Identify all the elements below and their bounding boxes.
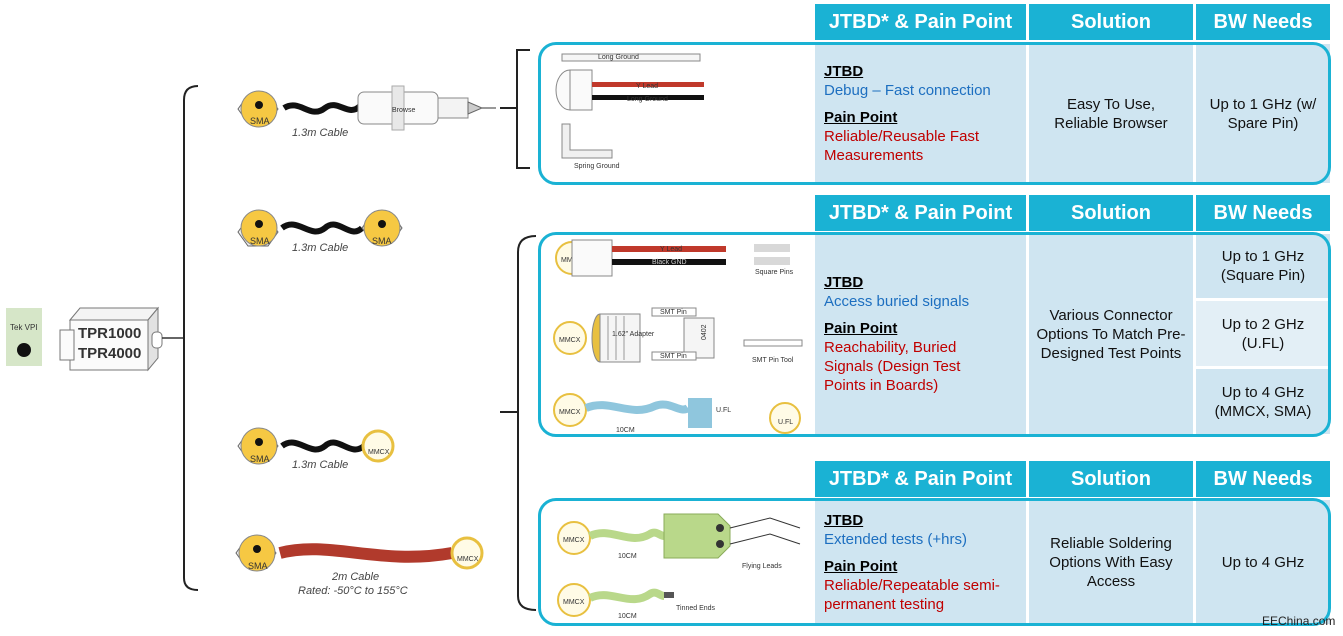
acc3-len-2: 10CM	[618, 613, 637, 620]
acc1-long-ground-2: Long Ground	[627, 96, 668, 103]
cable3-end-a: SMA	[250, 454, 270, 464]
t2-bw-cell-1: Up to 1 GHz (Square Pin)	[1196, 234, 1330, 298]
t2-bw-cell-2: Up to 2 GHz (U.FL)	[1196, 301, 1330, 366]
tekvpi-connector	[6, 308, 42, 366]
t1-solution-text: Easy To Use, Reliable Browser	[1054, 95, 1168, 132]
acc2-mmcx-3: MMCX	[559, 409, 581, 416]
t2-bw-cell-3: Up to 4 GHz (MMCX, SMA)	[1196, 369, 1330, 434]
acc1-y-lead: Y Lead	[636, 83, 658, 90]
acc2-mmcx-2: MMCX	[559, 337, 581, 344]
t3-jtbd-cell: JTBD Extended tests (+hrs) Pain Point Re…	[815, 500, 1026, 624]
t1-frame	[538, 42, 1331, 185]
cable4-end-b: MMCX	[457, 556, 479, 563]
t1-header-solution: Solution	[1029, 4, 1193, 40]
t2-header-jtbd: JTBD* & Pain Point	[815, 195, 1026, 231]
bracket-accessories-1	[500, 49, 530, 169]
t2-solution-text: Various Connector Options To Match Pre- …	[1036, 306, 1186, 362]
cable-sma-browser: SMA Browse 1.3m Cable	[237, 85, 496, 139]
acc3-mmcx-1: MMCX	[563, 537, 585, 544]
t2-header-solution: Solution	[1029, 195, 1193, 231]
t3-pain-text: Reliable/Repeatable semi-permanent testi…	[824, 576, 1000, 613]
t2-bw-text-2: Up to 2 GHz (U.FL)	[1221, 315, 1305, 352]
t2-jtbd-cell: JTBD Access buried signals Pain Point Re…	[815, 234, 1026, 434]
t3-solution-text: Reliable Soldering Options With Easy Acc…	[1049, 534, 1173, 590]
t2-bw-text-1: Up to 1 GHz (Square Pin)	[1220, 248, 1306, 284]
t2-pain-label: Pain Point	[824, 320, 898, 337]
t3-bw-cell: Up to 4 GHz	[1196, 500, 1330, 624]
t1-pain-text: Reliable/Reusable Fast Measurements	[824, 128, 980, 164]
left-brace	[183, 85, 199, 591]
acc3-mmcx-2: MMCX	[563, 599, 585, 606]
watermark: EEChina.com	[1262, 614, 1336, 628]
accessory-set-3: MMCX 10CM Flying Leads MMCX Tinned Ends …	[557, 513, 801, 620]
t2-jtbd-text: Access buried signals	[824, 293, 970, 310]
cable4-caption: 2m Cable	[331, 571, 379, 583]
t2-jtbd-label: JTBD	[824, 274, 864, 291]
acc3-len-1: 10CM	[618, 553, 637, 560]
tpr-model-1: TPR1000	[78, 325, 141, 342]
t1-pain-label: Pain Point	[824, 109, 898, 126]
t3-header-jtbd: JTBD* & Pain Point	[815, 461, 1026, 497]
accessory-set-1: Long Ground Y Lead Long Ground Spring Gr…	[555, 53, 704, 170]
acc2-0402: 0402	[701, 324, 708, 340]
acc2-smt-pin-tool: SMT Pin Tool	[752, 357, 794, 364]
acc2-smt-pin-top: SMT Pin	[660, 309, 687, 316]
t2-header-bw: BW Needs	[1196, 195, 1330, 231]
t3-header-solution: Solution	[1029, 461, 1193, 497]
t3-solution-cell: Reliable Soldering Options With Easy Acc…	[1029, 500, 1193, 624]
cable2-end-b: SMA	[372, 236, 392, 246]
cable2-end-a: SMA	[250, 236, 270, 246]
cable-sma-sma: SMA SMA 1.3m Cable	[237, 209, 403, 254]
cable-sma-mmcx: SMA MMCX 1.3m Cable	[237, 427, 395, 471]
accessory-set-2: MMCX Y Lead Black GND Square Pins MMCX 1…	[553, 239, 803, 434]
t3-header-bw: BW Needs	[1196, 461, 1330, 497]
t3-bw-text: Up to 4 GHz	[1221, 553, 1305, 571]
t1-bw-text: Up to 1 GHz (w/ Spare Pin)	[1209, 95, 1317, 132]
acc2-black-gnd: Black GND	[652, 259, 687, 266]
cable1-end-a: SMA	[250, 116, 270, 126]
t1-header-bw: BW Needs	[1196, 4, 1330, 40]
acc2-smt-pin-bottom: SMT Pin	[660, 353, 687, 360]
acc2-ufl-1: U.FL	[716, 407, 731, 414]
t2-frame	[538, 232, 1331, 437]
t3-jtbd-label: JTBD	[824, 511, 864, 529]
t1-solution-cell: Easy To Use, Reliable Browser	[1029, 44, 1193, 183]
t1-jtbd-cell: JTBD Debug – Fast connection Pain Point …	[815, 44, 1026, 183]
tekvpi-pin-icon	[17, 343, 31, 357]
acc3-tinned: Tinned Ends	[676, 605, 716, 612]
probe-diagram: Tek VPI TPR1000 TPR4000 SMA Browse 1.3m …	[6, 49, 803, 620]
browse-label: Browse	[392, 107, 415, 114]
cable4-rating: Rated: -50°C to 155°C	[298, 585, 408, 597]
cable4-end-a: SMA	[248, 561, 268, 571]
cable2-caption: 1.3m Cable	[292, 242, 348, 254]
t2-pain-text: Reachability, Buried Signals (Design Tes…	[824, 339, 961, 394]
t2-bw-text-3: Up to 4 GHz (MMCX, SMA)	[1214, 383, 1312, 420]
cable1-caption: 1.3m Cable	[292, 127, 348, 139]
cable3-caption: 1.3m Cable	[292, 459, 348, 471]
t3-frame	[538, 498, 1331, 626]
acc1-spring-ground: Spring Ground	[574, 163, 620, 170]
bracket-accessories-2	[500, 235, 537, 611]
tekvpi-label: Tek VPI	[10, 323, 38, 332]
acc3-flying: Flying Leads	[742, 563, 782, 570]
tpr-probe-box: TPR1000 TPR4000	[59, 306, 163, 372]
acc2-square-pins: Square Pins	[755, 269, 794, 276]
cable3-end-b: MMCX	[368, 449, 390, 456]
acc2-ufl-2: U.FL	[778, 419, 793, 426]
t3-jtbd-text: Extended tests (+hrs)	[824, 530, 967, 548]
t3-pain-label: Pain Point	[824, 557, 898, 575]
t1-header-jtbd: JTBD* & Pain Point	[815, 4, 1026, 40]
acc2-y-lead: Y Lead	[660, 246, 682, 253]
cable-sma-mmcx-2m: SMA MMCX 2m Cable Rated: -50°C to 155°C	[235, 534, 484, 597]
t1-jtbd-text: Debug – Fast connection	[824, 82, 991, 99]
t2-solution-cell: Various Connector Options To Match Pre- …	[1029, 234, 1193, 434]
acc2-adapter: 1.62" Adapter	[612, 331, 655, 338]
t1-jtbd-label: JTBD	[824, 63, 864, 80]
acc1-long-ground-1: Long Ground	[598, 54, 639, 61]
t1-bw-cell: Up to 1 GHz (w/ Spare Pin)	[1196, 44, 1330, 183]
acc2-len: 10CM	[616, 427, 635, 434]
tpr-model-2: TPR4000	[78, 345, 141, 362]
